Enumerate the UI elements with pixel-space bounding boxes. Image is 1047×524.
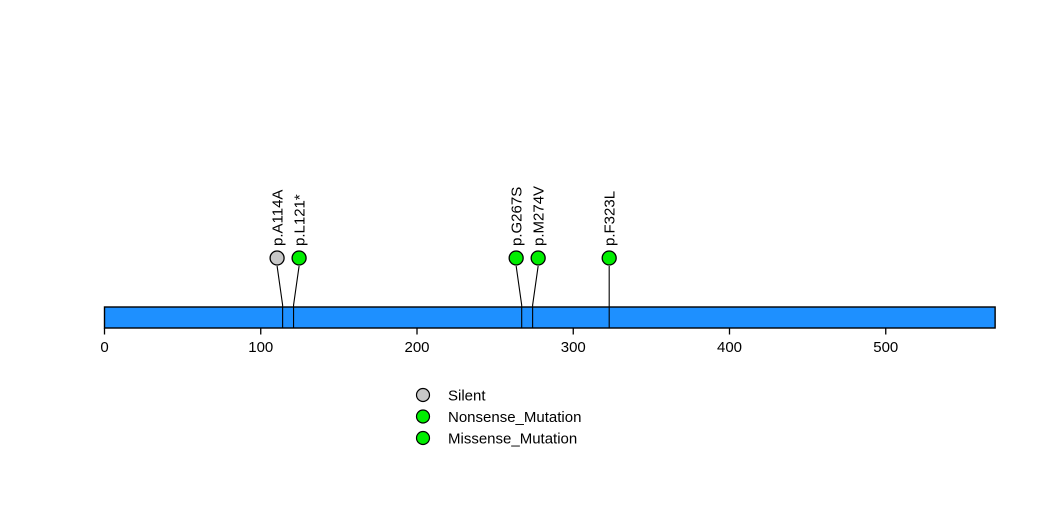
x-axis-tick-label: 200 [404,339,429,356]
mutation-stem [532,265,539,328]
legend-swatch [415,387,431,403]
legend-item: Nonsense_Mutation [415,409,581,426]
legend-label: Missense_Mutation [448,430,577,447]
protein-bar [103,306,996,329]
protein-bar-layer [103,306,996,329]
legend-swatch [415,430,431,446]
mutation-label: p.G267S [509,187,526,246]
mutation-label: p.L121* [292,194,309,246]
legend-item: Silent [415,387,486,404]
legend-label: Nonsense_Mutation [448,409,581,426]
mutation-circle [291,250,307,266]
mutation-label: p.A114A [270,190,287,246]
stem-layer [276,265,610,328]
mutation-label-layer: p.A114A p.L121* p.G267S p.M274V p.F323L [270,186,619,246]
legend-swatch [415,409,431,424]
mutation-label: p.F323L [602,191,619,246]
mutation-label: p.M274V [531,186,548,246]
x-axis-tick-label: 400 [717,339,742,356]
legend-label: Silent [448,387,486,404]
x-axis-tick-label: 100 [248,339,273,356]
mutation-circle [508,250,524,266]
mutation-stem [515,265,523,328]
legend-item: Missense_Mutation [415,430,577,447]
mutation-stem [276,265,284,328]
circle-layer [269,250,617,266]
x-axis-tick-label: 300 [561,339,586,356]
mutation-stem [293,265,300,328]
x-axis: 0 100 200 300 400 500 [100,328,898,356]
mutation-circle [601,250,617,266]
mutation-circle [269,250,285,266]
mutation-circle [530,250,546,266]
x-axis-tick-label: 0 [100,339,108,356]
x-axis-tick-label: 500 [873,339,898,356]
